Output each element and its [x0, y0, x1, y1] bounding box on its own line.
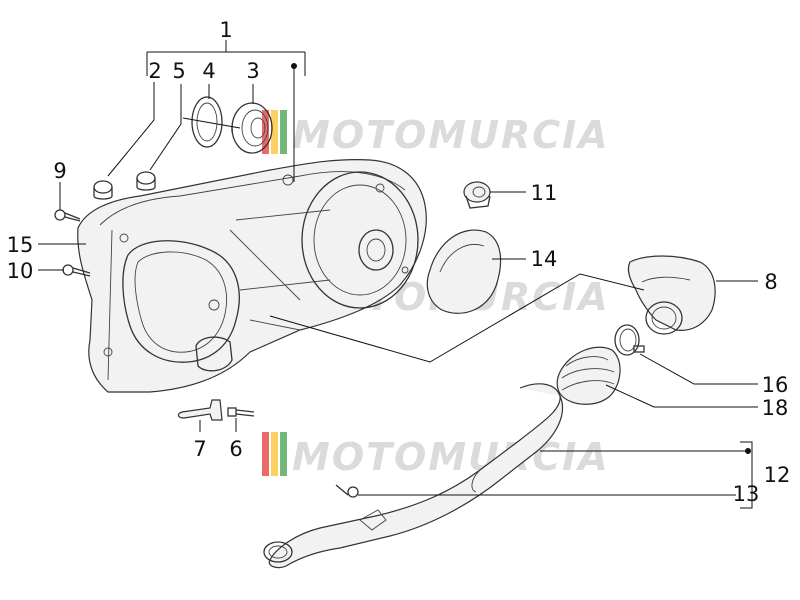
callout-6: 6	[229, 437, 242, 461]
callout-9: 9	[53, 159, 66, 183]
callout-14: 14	[531, 247, 558, 271]
watermark-stripe-yellow	[271, 432, 278, 476]
callout-5: 5	[172, 59, 185, 83]
callout-15: 15	[7, 233, 34, 257]
watermark-stripe-green	[280, 432, 287, 476]
bellows-part-18	[556, 346, 621, 405]
callout-18: 18	[762, 396, 789, 420]
callout-2: 2	[148, 59, 161, 83]
cap-part-14	[426, 229, 502, 314]
bolt-part-6	[227, 407, 255, 417]
watermark-stripe-yellow	[271, 110, 278, 154]
callout-16: 16	[762, 373, 789, 397]
callout-1: 1	[219, 18, 232, 42]
circlip-part-4	[191, 96, 223, 148]
transmission-cover	[77, 159, 427, 393]
callout-11: 11	[531, 181, 558, 205]
watermark-stripe-red	[262, 110, 269, 154]
watermark-stripe-green	[280, 110, 287, 154]
watermark-text: MOTOMURCIA	[292, 113, 610, 157]
plug-part-11	[463, 181, 491, 209]
callout-3: 3	[246, 59, 259, 83]
bracket-part-7	[177, 399, 223, 421]
bushing-part-5	[136, 171, 156, 191]
duct-cover-part-8	[627, 255, 716, 335]
bushing-part-2	[93, 180, 113, 200]
clamp-part-16	[614, 324, 645, 356]
callout-12: 12	[764, 463, 791, 487]
callout-8: 8	[764, 270, 777, 294]
watermark-top: MOTOMURCIA	[262, 110, 610, 157]
leader-lines	[38, 40, 758, 509]
callout-7: 7	[193, 437, 206, 461]
callout-10: 10	[7, 259, 34, 283]
watermark-text: MOTOMURCIA	[292, 435, 610, 479]
screw-part-13	[335, 484, 359, 498]
callout-13: 13	[733, 482, 760, 506]
callout-4: 4	[202, 59, 215, 83]
watermark-stripe-red	[262, 432, 269, 476]
callout-labels: 1 2 3 4 5 6 7 8 9 10 11 12 13 14 15 16 1…	[7, 18, 791, 506]
bearing-part-3	[231, 102, 273, 154]
watermark-bottom: MOTOMURCIA	[262, 432, 610, 479]
screw-part-9	[54, 209, 81, 222]
